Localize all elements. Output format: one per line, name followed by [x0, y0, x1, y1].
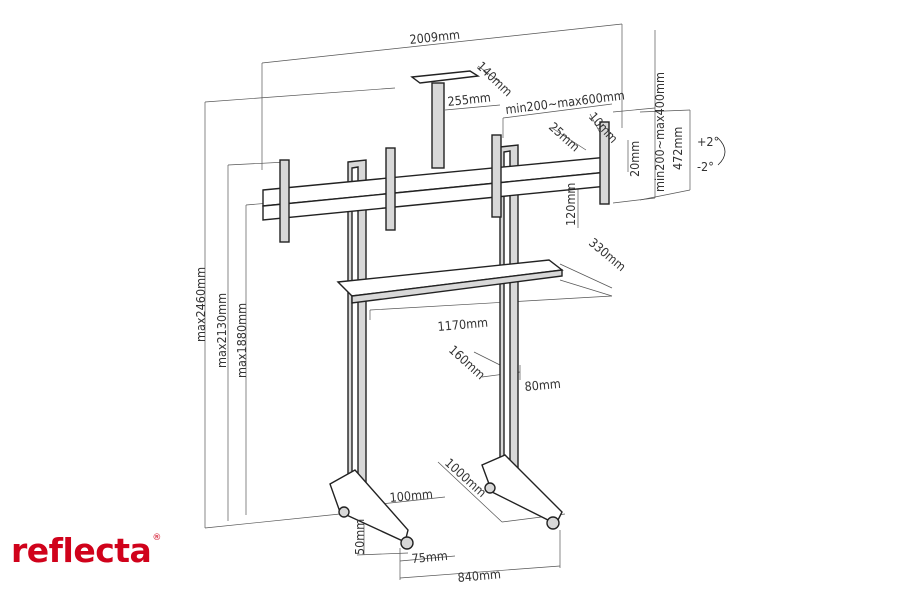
label-max-height-1: max2460mm — [193, 267, 208, 342]
vesa-arm-1 — [279, 159, 290, 243]
label-tilt-minus: -2° — [697, 159, 714, 174]
label-shelf-width: 1170mm — [437, 315, 489, 334]
vesa-arm-4 — [599, 121, 610, 205]
label-max-height-2: max2130mm — [214, 293, 229, 368]
reflecta-logo: reflecta® — [11, 531, 161, 570]
label-total-width: 2009mm — [409, 27, 461, 47]
caster-2 — [338, 506, 350, 518]
label-rail-120: 120mm — [563, 183, 578, 226]
shelf-edge — [351, 269, 563, 304]
left-foot — [329, 469, 409, 543]
label-base-length: 1000mm — [442, 455, 490, 500]
label-vesa-horizontal: min200~max600mm — [505, 87, 626, 117]
registered-mark: ® — [152, 533, 161, 543]
dimension-lines — [204, 23, 691, 580]
label-base-width: 840mm — [457, 566, 502, 585]
label-frame-height: 472mm — [670, 127, 685, 170]
camera-shelf — [410, 70, 481, 84]
label-tilt-plus: +2° — [697, 134, 719, 149]
tilt-arc — [717, 137, 726, 166]
brand-name: reflecta — [11, 531, 152, 570]
label-adjust-20: 20mm — [627, 141, 642, 177]
stand-structure — [262, 70, 726, 550]
caster-1 — [400, 536, 414, 550]
dimension-labels: 2009mm 140mm 255mm min200~max600mm min20… — [193, 27, 719, 585]
caster-3 — [546, 516, 560, 530]
camera-pole — [431, 82, 445, 169]
vesa-arm-2 — [385, 147, 396, 231]
label-max-height-3: max1880mm — [234, 303, 249, 378]
label-shelf-depth: 330mm — [586, 235, 629, 274]
label-vesa-vertical: min200~max400mm — [652, 72, 667, 192]
label-column-width: 80mm — [524, 376, 561, 394]
label-caster-height: 50mm — [352, 519, 367, 555]
label-column-depth: 160mm — [446, 342, 488, 382]
caster-4 — [484, 482, 496, 494]
label-foot-width: 75mm — [411, 548, 448, 566]
vesa-arm-3 — [491, 134, 502, 218]
label-camera-height: 255mm — [447, 90, 492, 109]
label-foot-height: 100mm — [389, 486, 434, 505]
label-rail-25: 25mm — [546, 119, 583, 154]
